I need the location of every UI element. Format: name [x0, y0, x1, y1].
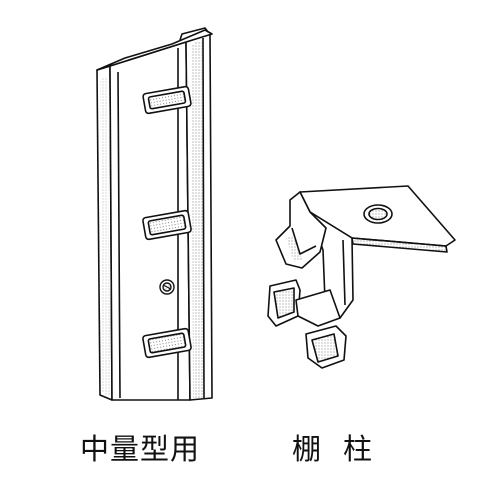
slot-middle [142, 209, 192, 241]
screw-icon [159, 279, 175, 295]
shelf-bracket [267, 185, 456, 369]
slot-lower [142, 327, 192, 359]
slot-upper [142, 85, 192, 115]
caption-upright: 中量型用 [80, 432, 201, 466]
upright-slots [142, 85, 192, 359]
caption-shelf-post: 棚柱 [292, 432, 395, 466]
